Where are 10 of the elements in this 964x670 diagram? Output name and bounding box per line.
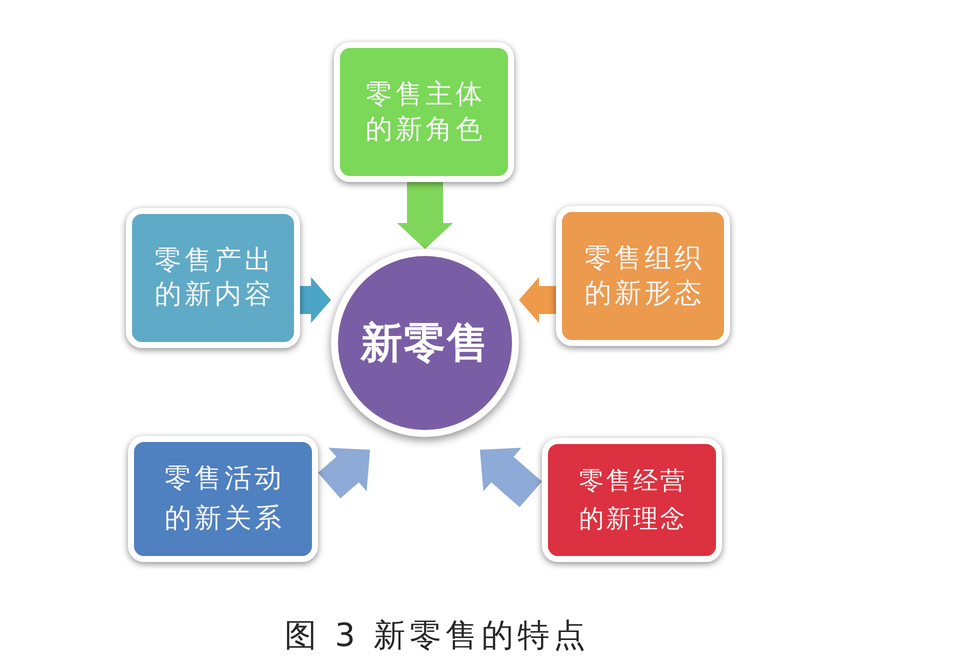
figure-caption: 图 3 新零售的特点 [284, 615, 590, 656]
card-label: 零售产出的新内容 [154, 244, 276, 312]
block-arrow [300, 277, 331, 323]
circle-label: 新零售 [360, 317, 490, 369]
block-arrow [519, 277, 556, 323]
block-arrow [397, 182, 453, 249]
card-label: 零售活动的新关系 [164, 462, 286, 536]
card-label: 零售主体的新角色 [364, 78, 486, 147]
card-label: 零售经营的新理念 [578, 465, 688, 535]
card-label: 零售组织的新形态 [584, 242, 706, 311]
